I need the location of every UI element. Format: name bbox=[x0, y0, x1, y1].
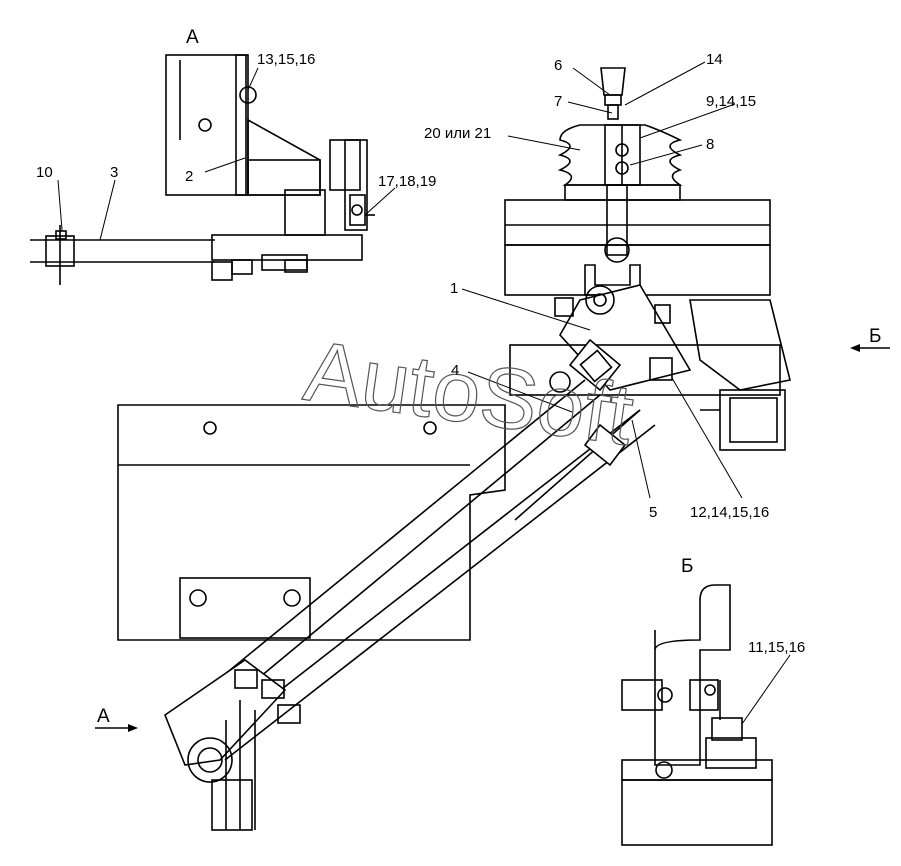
callout-labels: А Б А Б 13,15,16 2 10 3 17,18,19 6 14 7 … bbox=[36, 27, 881, 727]
callout-2: 2 bbox=[185, 168, 193, 185]
callout-17-18-19: 17,18,19 bbox=[378, 173, 436, 190]
callout-9-14-15: 9,14,15 bbox=[706, 93, 756, 110]
view-b-title: Б bbox=[681, 556, 693, 577]
callout-6: 6 bbox=[554, 57, 562, 74]
control-rods bbox=[164, 338, 656, 831]
callout-20-21: 20 или 21 bbox=[424, 125, 491, 142]
callout-10: 10 bbox=[36, 164, 53, 181]
view-b-detail bbox=[621, 584, 773, 846]
view-a-arrow-label: А bbox=[97, 706, 110, 727]
view-a-title: А bbox=[186, 27, 199, 48]
callout-1: 1 bbox=[450, 280, 458, 297]
cab-panel bbox=[117, 404, 506, 641]
view-b-arrow-label: Б bbox=[869, 326, 881, 347]
callout-13-15-16: 13,15,16 bbox=[257, 51, 315, 68]
leader-lines bbox=[57, 61, 890, 732]
callout-7: 7 bbox=[554, 93, 562, 110]
callout-11-15-16: 11,15,16 bbox=[748, 639, 805, 656]
callout-5: 5 bbox=[649, 504, 657, 521]
callout-8: 8 bbox=[706, 136, 714, 153]
view-a-detail bbox=[30, 54, 375, 285]
callout-3: 3 bbox=[110, 164, 118, 181]
callout-4: 4 bbox=[451, 362, 459, 379]
callout-14: 14 bbox=[706, 51, 723, 68]
callout-12-14-15-16: 12,14,15,16 bbox=[690, 504, 769, 521]
